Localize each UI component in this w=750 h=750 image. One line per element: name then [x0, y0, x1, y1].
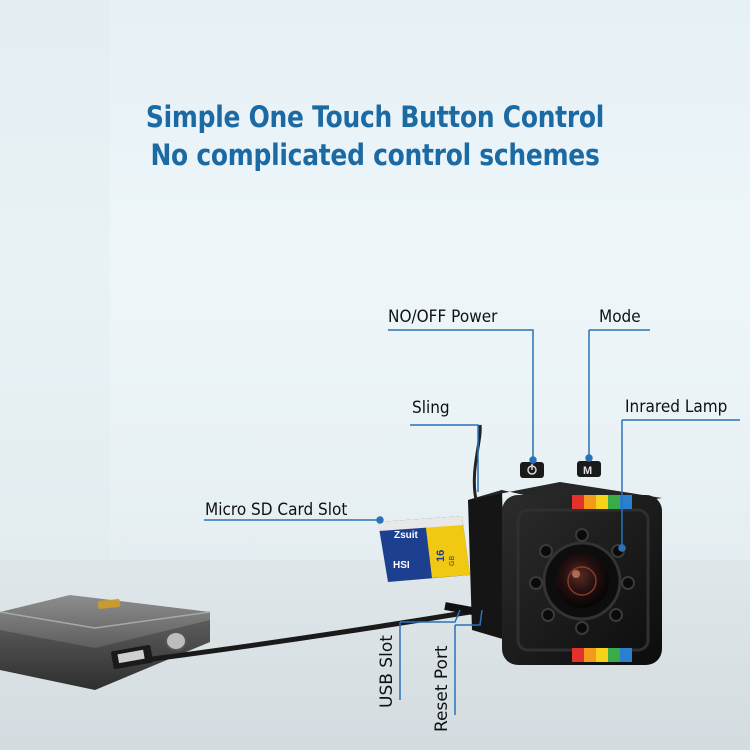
sd-card-capacity: 16 [435, 550, 447, 562]
mode-button: M [577, 461, 601, 477]
leader-lines [204, 329, 740, 715]
micro-sd-card [378, 516, 470, 582]
usb-cable [144, 609, 471, 663]
label-reset-port: Reset Port [432, 645, 452, 732]
headline: Simple One Touch Button Control No compl… [53, 98, 698, 174]
wall-corner-shade [0, 0, 110, 560]
sd-card-type: HSI [393, 560, 410, 571]
sd-card-unit: GB [449, 556, 456, 566]
label-sling: Sling [412, 398, 450, 418]
svg-text:M: M [583, 465, 592, 477]
label-power: NO/OFF Power [388, 307, 498, 327]
label-usb-slot: USB Slot [377, 635, 397, 708]
label-infrared-lamp: Inrared Lamp [625, 397, 728, 417]
sling [472, 424, 482, 501]
label-sd-slot: Micro SD Card Slot [205, 500, 348, 520]
sd-card-brand: Zsuit [394, 530, 419, 541]
headline-line-1: Simple One Touch Button Control [145, 100, 605, 134]
label-mode: Mode [599, 307, 641, 327]
rainbow-strip-bottom [572, 648, 632, 662]
power-button [520, 462, 544, 478]
usb-power-box [0, 595, 211, 690]
rainbow-strip-top [572, 495, 632, 509]
mini-camera [468, 482, 662, 665]
headline-line-2: No complicated control schemes [150, 138, 600, 172]
